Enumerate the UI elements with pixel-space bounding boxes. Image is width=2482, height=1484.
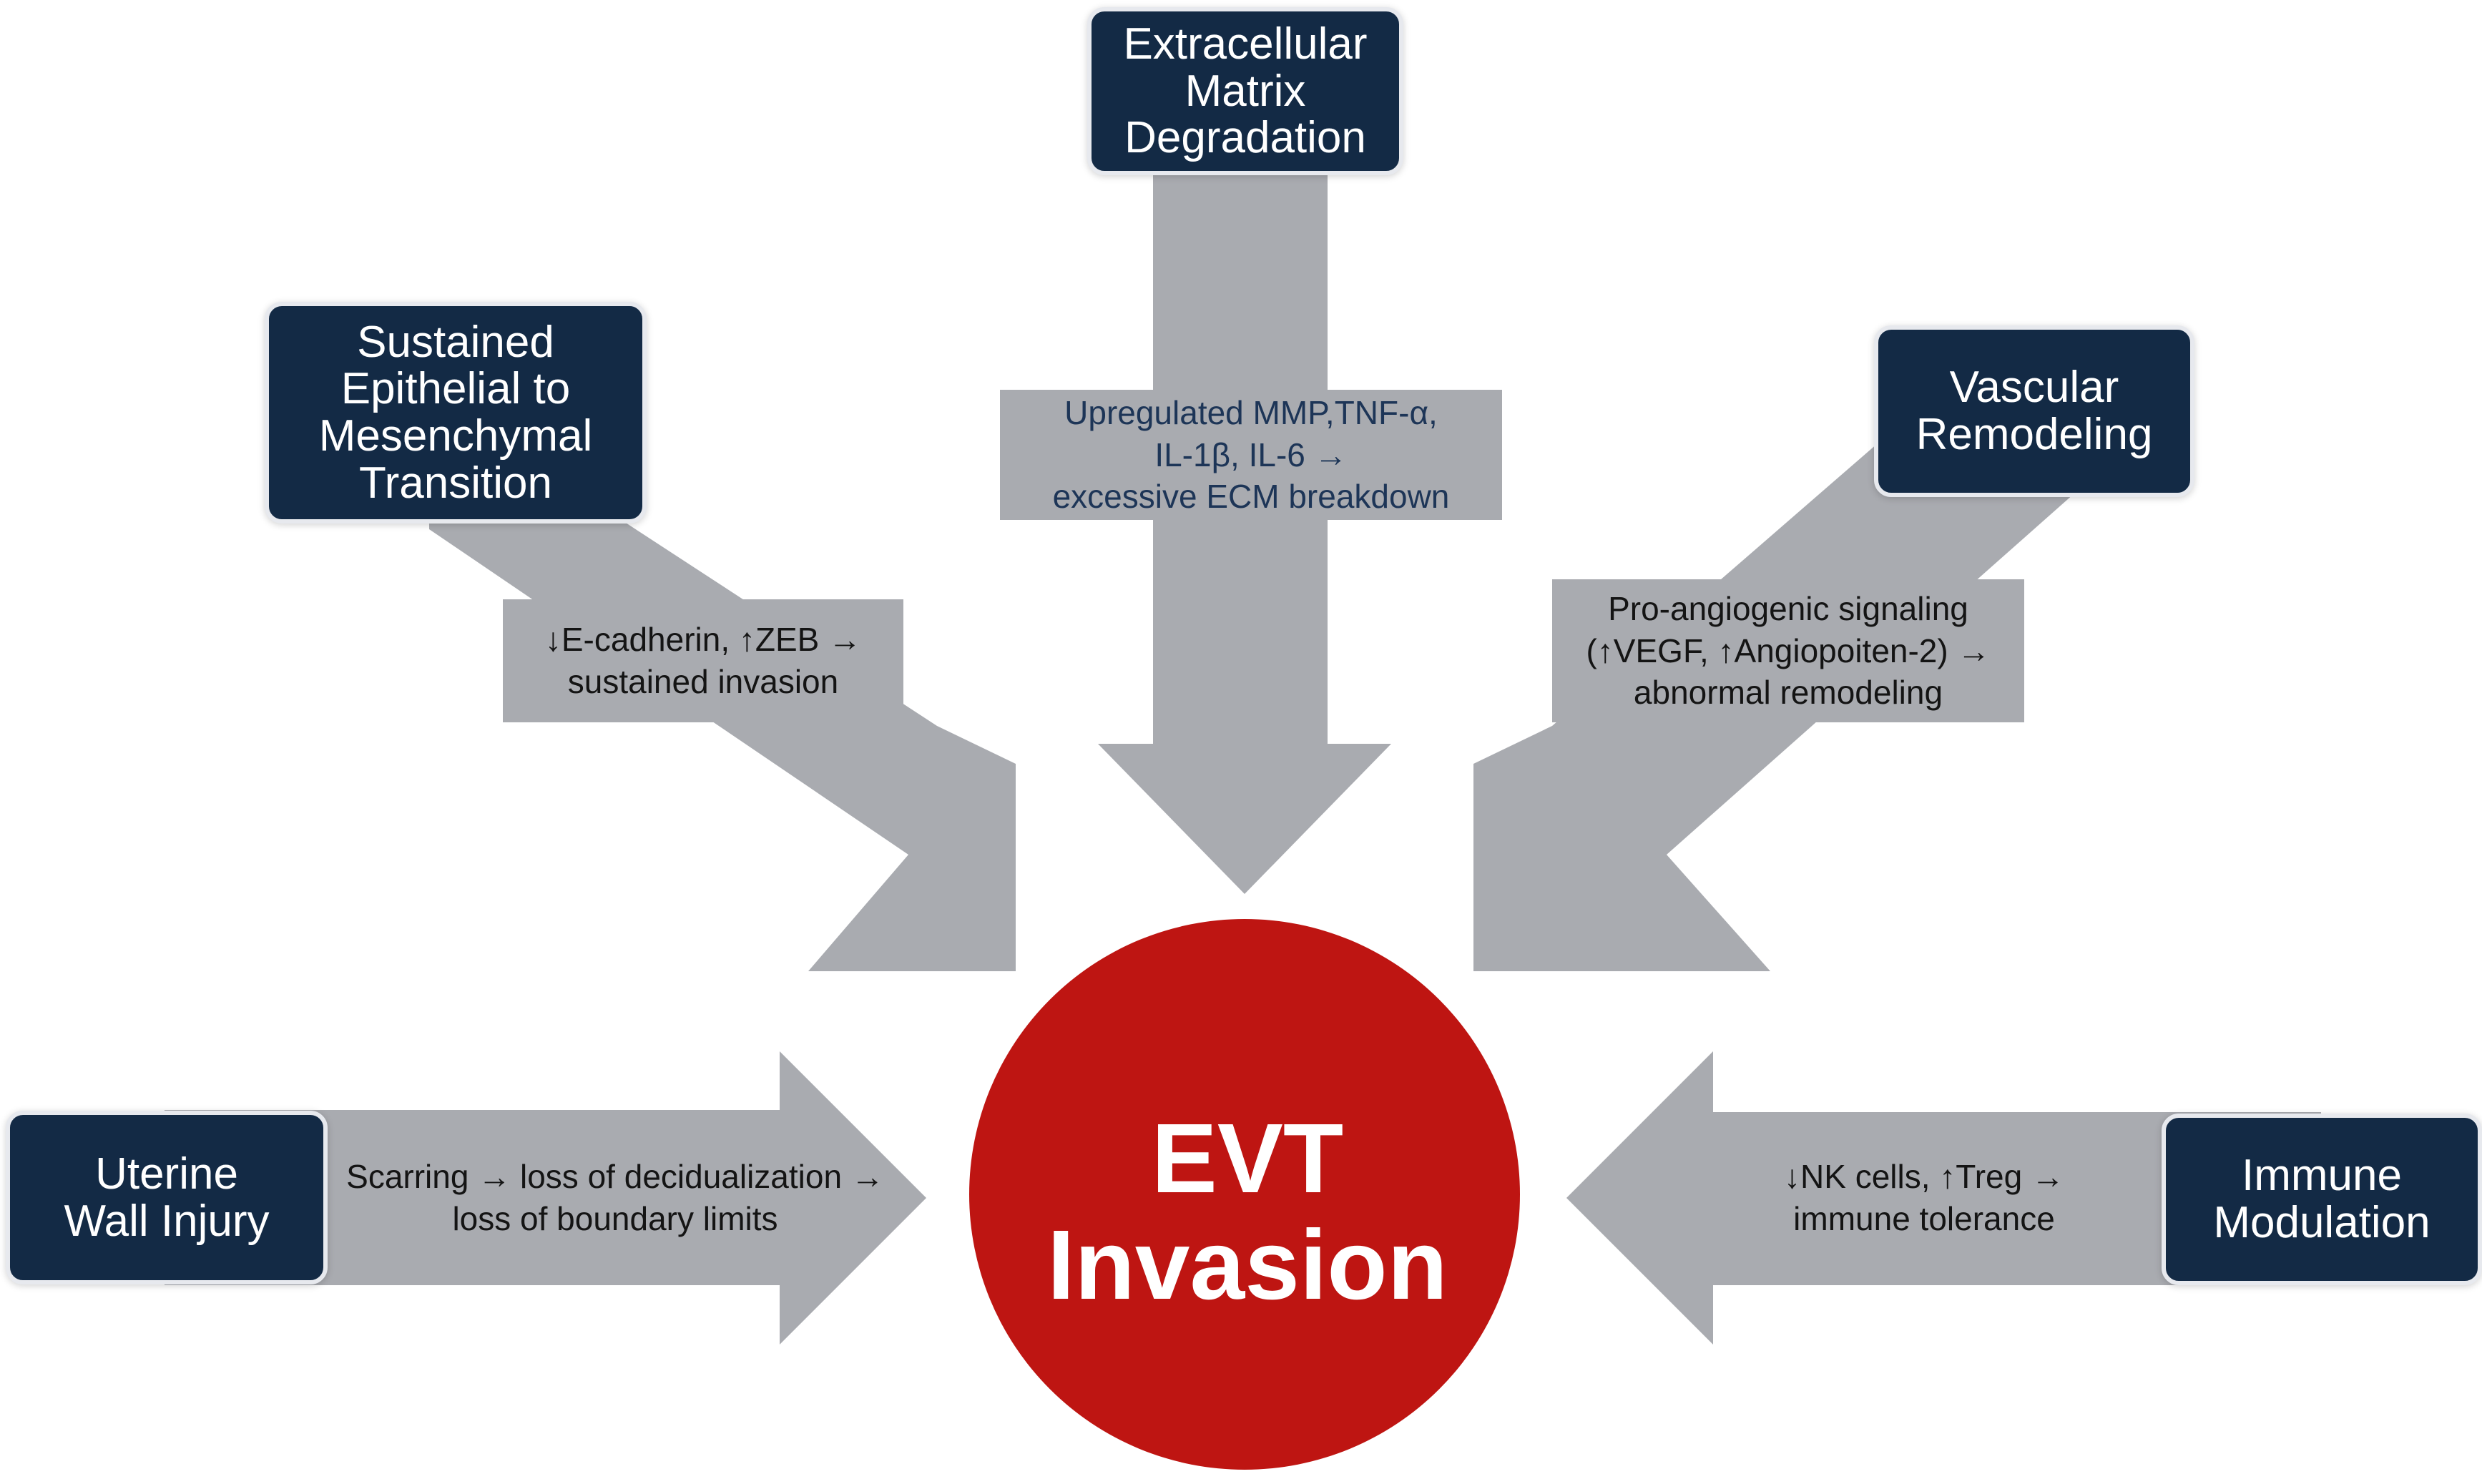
center-label-line2: Invasion <box>1047 1210 1448 1320</box>
immune-mechanism-label: ↓NK cells, ↑Treg → immune tolerance <box>1784 1158 2064 1237</box>
uterine-mechanism-label: Scarring → loss of decidualization → los… <box>346 1158 884 1237</box>
arrow-emt-label-band <box>503 599 903 722</box>
factor-box-vascular: Vascular Remodeling <box>1874 325 2194 497</box>
factor-box-uterine: Uterine Wall Injury <box>6 1111 328 1284</box>
arrow-emt <box>429 504 1016 971</box>
center-label-line1: EVT <box>1151 1103 1344 1214</box>
arrow-immune <box>1566 1051 2321 1345</box>
ecm-mechanism-label: Upregulated MMP,TNF-α, IL-1β, IL-6 → exc… <box>1052 393 1450 516</box>
factor-box-ecm: Extracellular Matrix Degradation <box>1087 7 1403 175</box>
factor-box-emt: Sustained Epithelial to Mesenchymal Tran… <box>265 302 647 524</box>
center-circle <box>969 919 1520 1470</box>
arrow-ecm <box>1098 172 1391 894</box>
vascular-mechanism-label: Pro-angiogenic signaling (↑VEGF, ↑Angiop… <box>1586 589 1991 712</box>
arrow-uterine <box>165 1051 926 1345</box>
emt-mechanism-label: ↓E-cadherin, ↑ZEB → sustained invasion <box>544 621 862 700</box>
factor-box-immune: Immune Modulation <box>2162 1114 2482 1285</box>
arrow-vascular-label-band <box>1552 579 2024 722</box>
center-label: EVT Invasion <box>976 940 1519 1484</box>
arrow-ecm-label-band <box>1000 390 1502 520</box>
